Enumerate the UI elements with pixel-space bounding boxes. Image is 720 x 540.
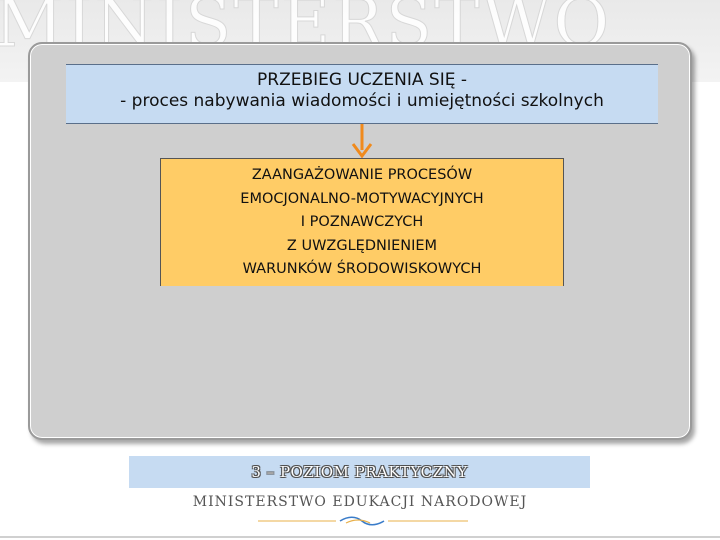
level-label: 3 – POZIOM PRAKTYCZNY	[251, 463, 468, 481]
title-line-1: PRZEBIEG UCZENIA SIĘ -	[257, 70, 467, 90]
process-line: WARUNKÓW ŚRODOWISKOWYCH	[242, 261, 482, 277]
process-line: Z UWZGLĘDNIENIEM	[286, 237, 438, 254]
level-banner: 3 – POZIOM PRAKTYCZNY	[129, 456, 590, 488]
process-line: EMOCJONALNO-MOTYWACYJNYCH	[240, 190, 484, 207]
ministry-name: MINISTERSTWO EDUKACJI NARODOWEJ	[192, 494, 528, 510]
process-box: ZAANGAŻOWANIE PROCESÓW EMOCJONALNO-MOTYW…	[160, 158, 564, 286]
title-box: PRZEBIEG UCZENIA SIĘ - - proces nabywani…	[66, 64, 658, 124]
down-arrow-icon	[351, 124, 373, 159]
ministry-logo-icon	[258, 516, 468, 526]
title-line-2: - proces nabywania wiadomości i umiejętn…	[120, 91, 604, 111]
process-line: I POZNAWCZYCH	[300, 214, 424, 230]
bottom-rule	[0, 536, 720, 538]
process-line: ZAANGAŻOWANIE PROCESÓW	[251, 167, 473, 183]
